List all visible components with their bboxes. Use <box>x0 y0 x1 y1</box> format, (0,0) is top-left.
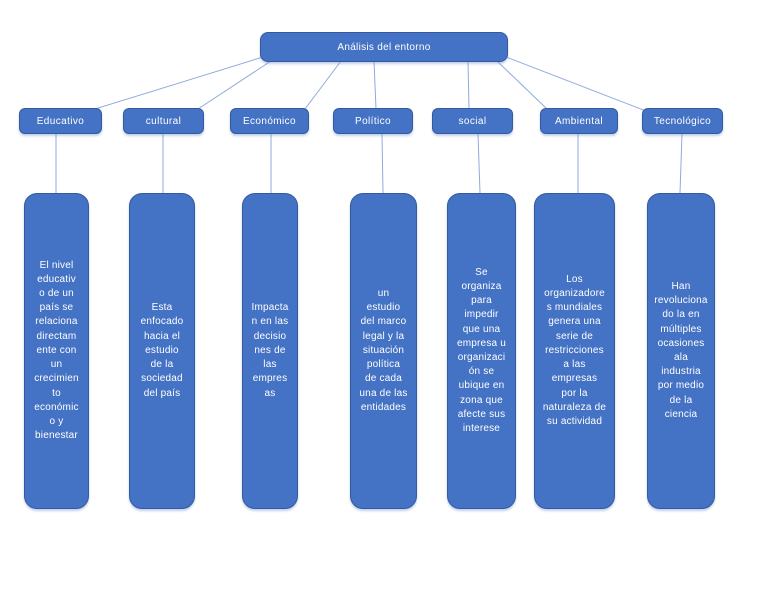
detail-text: Impacta n en las decisio nes de las empr… <box>251 302 289 399</box>
category-node-economico: Económico <box>230 108 309 134</box>
root-node-analisis-del-entorno: Análisis del entorno <box>260 32 508 62</box>
detail-node-cultural: Esta enfocado hacia el estudio de la soc… <box>129 193 195 509</box>
category-node-politico: Político <box>333 108 413 134</box>
connector-drop-politico <box>381 133 384 194</box>
connector-root-social <box>467 60 470 110</box>
category-label: Económico <box>242 115 297 127</box>
detail-text: un estudio del marco legal y la situació… <box>359 288 408 413</box>
detail-node-tecnologico: Han revoluciona do la en múltiples ocasi… <box>647 193 715 509</box>
detail-text: Los organizadore s mundiales genera una … <box>542 273 607 427</box>
detail-node-social: Se organiza para impedir que una empresa… <box>447 193 516 509</box>
detail-text: Han revoluciona do la en múltiples ocasi… <box>654 280 708 420</box>
connector-drop-tecnologico <box>679 133 683 194</box>
category-node-cultural: cultural <box>123 108 204 134</box>
category-node-ambiental: Ambiental <box>540 108 618 134</box>
category-node-social: social <box>432 108 513 134</box>
category-label: cultural <box>145 115 182 127</box>
connector-root-economico <box>304 60 342 110</box>
category-label: Político <box>355 115 391 127</box>
detail-text: Se organiza para impedir que una empresa… <box>456 266 507 435</box>
detail-text: Esta enfocado hacia el estudio de la soc… <box>140 302 184 399</box>
category-label: Ambiental <box>554 115 604 127</box>
detail-node-educativo: El nivel educativ o de un país se relaci… <box>24 193 89 509</box>
connector-drop-social <box>477 133 481 194</box>
detail-node-economico: Impacta n en las decisio nes de las empr… <box>242 193 298 509</box>
category-node-tecnologico: Tecnológico <box>642 108 723 134</box>
connector-root-educativo <box>94 56 264 110</box>
detail-node-ambiental: Los organizadore s mundiales genera una … <box>534 193 615 509</box>
category-label: Educativo <box>36 115 85 127</box>
detail-node-politico: un estudio del marco legal y la situació… <box>350 193 417 509</box>
detail-text: El nivel educativ o de un país se relaci… <box>34 259 79 442</box>
connector-root-cultural <box>197 60 272 110</box>
category-label: social <box>458 115 487 127</box>
connector-root-tecnologico <box>505 56 647 112</box>
category-label: Tecnológico <box>653 115 712 127</box>
root-node-label: Análisis del entorno <box>337 41 431 53</box>
connector-root-ambiental <box>496 60 548 110</box>
connector-root-politico <box>373 60 377 110</box>
category-node-educativo: Educativo <box>19 108 102 134</box>
